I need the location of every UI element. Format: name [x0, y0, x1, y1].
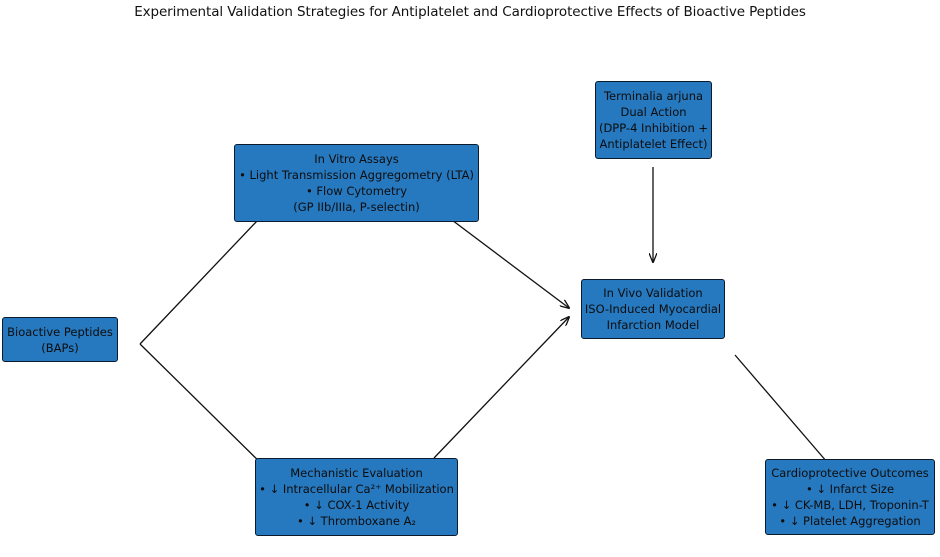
node-line: Mechanistic Evaluation — [290, 466, 423, 480]
edge-bap-to-mechanistic — [139, 343, 276, 478]
node-line: (GP IIb/IIIa, P-selectin) — [293, 200, 420, 214]
node-line: (BAPs) — [41, 340, 79, 355]
edge-in_vivo-to-outcomes — [734, 354, 833, 469]
node-terminalia-arjuna: Terminalia arjuna Dual Action (DPP-4 Inh… — [595, 81, 712, 159]
edge-in_vitro-to-in_vivo — [431, 204, 569, 308]
node-bioactive-peptides: Bioactive Peptides (BAPs) — [2, 317, 118, 362]
node-line: • ↓ Infarct Size — [805, 482, 895, 496]
edge-group — [139, 167, 833, 478]
node-line: ISO-Induced Myocardial — [584, 302, 722, 316]
diagram-title: Experimental Validation Strategies for A… — [134, 4, 806, 20]
node-in-vivo-validation: In Vivo Validation ISO-Induced Myocardia… — [581, 279, 725, 339]
node-line: • Light Transmission Aggregometry (LTA) — [239, 168, 474, 182]
node-line: In Vivo Validation — [603, 286, 703, 300]
node-cardioprotective-outcomes: Cardioprotective Outcomes • ↓ Infarct Si… — [765, 459, 935, 535]
node-mechanistic-evaluation: Mechanistic Evaluation • ↓ Intracellular… — [255, 458, 458, 536]
node-line: • ↓ Thromboxane A₂ — [296, 514, 417, 528]
node-line: • Flow Cytometry — [305, 184, 408, 198]
node-in-vitro-assays: In Vitro Assays • Light Transmission Agg… — [234, 144, 479, 222]
node-line: Bioactive Peptides — [7, 324, 113, 339]
node-line: Infarction Model — [606, 318, 700, 332]
edge-mechanistic-to-in_vivo — [433, 317, 569, 459]
node-line: Cardioprotective Outcomes — [771, 466, 929, 480]
node-line: (DPP-4 Inhibition + — [598, 121, 709, 135]
edge-bap-to-in_vitro — [139, 201, 276, 345]
node-line: • ↓ Intracellular Ca²⁺ Mobilization — [259, 482, 454, 496]
node-line: • ↓ COX-1 Activity — [303, 498, 410, 512]
node-line: • ↓ CK-MB, LDH, Troponin-T — [771, 498, 929, 512]
node-line: Dual Action — [620, 105, 687, 119]
node-line: Antiplatelet Effect) — [599, 137, 708, 151]
node-line: • ↓ Platelet Aggregation — [779, 514, 921, 528]
node-line: In Vitro Assays — [314, 152, 399, 166]
node-line: Terminalia arjuna — [603, 89, 704, 103]
